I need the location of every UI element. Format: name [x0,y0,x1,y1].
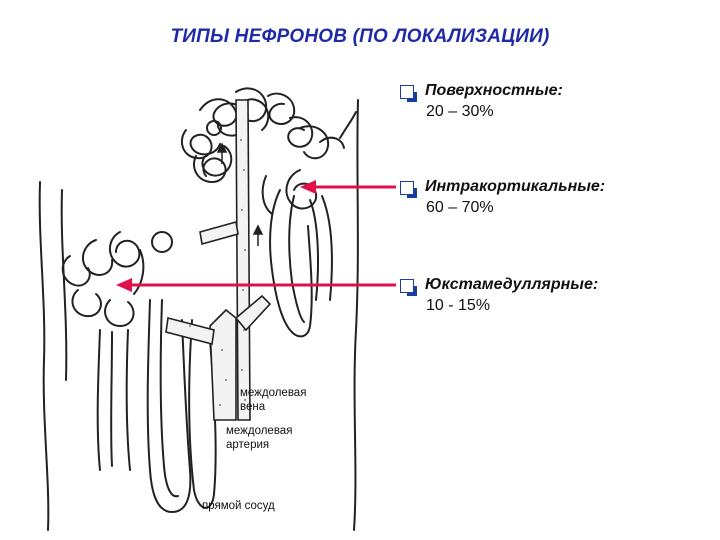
bullet-intracortical: Интракортикальные: 60 – 70% [400,178,710,217]
label-vasa-recta: прямой сосуд [202,500,275,512]
left-outline [38,181,50,531]
interlobar-vessels [165,99,272,421]
bullet-superficial: Поверхностные: 20 – 30% [400,82,710,121]
inner-left-outline [60,189,68,381]
slide-title: ТИПЫ НЕФРОНОВ (ПО ЛОКАЛИЗАЦИИ) [170,26,550,47]
checkbox-bullet-icon [400,85,417,102]
bullet-label: Интракортикальные: [425,178,606,195]
checkbox-bullet-icon [400,279,417,296]
label-interlobar-artery: междолевая артерия [226,425,293,451]
flow-arrows [216,142,264,246]
bullet-juxtamedullary: Юкстамедуллярные: 10 - 15% [400,276,710,315]
bullet-label: Юкстамедуллярные: [425,276,599,293]
pointer-arrows [116,180,396,292]
bullet-value: 10 - 15% [426,297,491,314]
superficial-nephron [180,87,357,183]
bullet-label: Поверхностные: [425,82,563,99]
checkbox-bullet-icon [400,181,417,198]
bullet-value: 20 – 30% [426,103,494,120]
juxtamedullary-nephron [61,231,192,513]
intracortical-nephron [261,169,333,338]
label-interlobar-vein: междолевая вена [240,387,307,413]
bullet-value: 60 – 70% [426,199,494,216]
vessel-stipple [189,139,246,406]
right-outline [353,99,359,531]
